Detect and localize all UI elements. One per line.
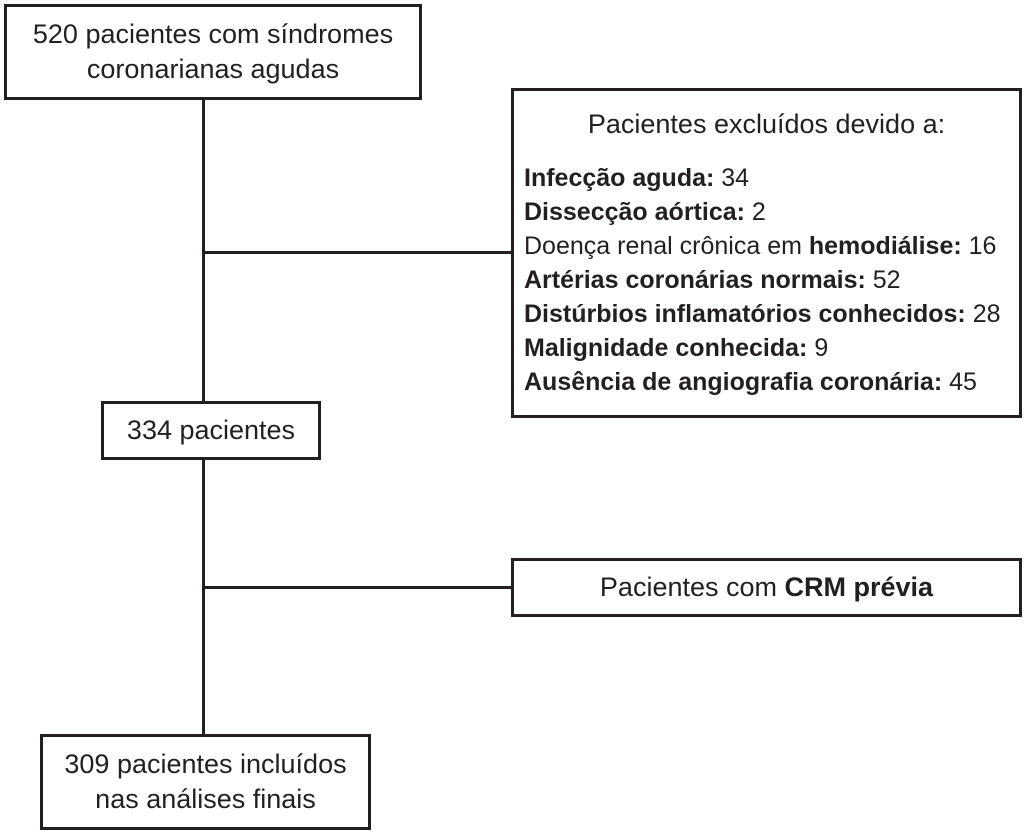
exclusion-count: 16 bbox=[968, 232, 997, 260]
exclusion-item: Dissecção aórtica: 2 bbox=[524, 195, 766, 229]
connector-main-upper bbox=[202, 100, 205, 401]
exclusion-count: 52 bbox=[872, 266, 901, 294]
start-line-1: 520 pacientes com síndromes bbox=[32, 19, 394, 49]
exclusion-item: Infecção aguda: 34 bbox=[524, 161, 749, 195]
exclusion-title: Pacientes excluídos devido a: bbox=[587, 109, 946, 139]
exclusion-reason: hemodiálise: bbox=[808, 232, 962, 260]
exclusion-item: Malignidade conhecida: 9 bbox=[524, 331, 828, 365]
exclusion-count: 9 bbox=[814, 334, 829, 362]
remaining-patients-label: 334 pacientes bbox=[126, 415, 296, 445]
exclusion-count: 28 bbox=[972, 300, 1001, 328]
start-box: 520 pacientes com síndromes coronarianas… bbox=[4, 4, 422, 100]
crm-label: Pacientes com CRM prévia bbox=[600, 570, 933, 605]
exclusion-reason: Malignidade conhecida: bbox=[524, 334, 808, 362]
exclusion-count: 34 bbox=[721, 164, 750, 192]
exclusion-item: Distúrbios inflamatórios conhecidos: 28 bbox=[524, 297, 1001, 331]
exclusion-reason: Distúrbios inflamatórios conhecidos: bbox=[524, 300, 966, 328]
exclusion-item: Doença renal crônica em hemodiálise: 16 bbox=[524, 229, 996, 263]
crm-prefix: Pacientes com bbox=[599, 572, 785, 602]
start-line-2: coronarianas agudas bbox=[86, 54, 340, 84]
final-box: 309 pacientes incluídos nas análises fin… bbox=[40, 734, 371, 830]
connector-main-lower bbox=[202, 460, 205, 734]
exclusion-item: Artérias coronárias normais: 52 bbox=[524, 263, 901, 297]
exclusion-box: Pacientes excluídos devido a: Infecção a… bbox=[511, 88, 1022, 418]
connector-crm-branch bbox=[202, 586, 511, 589]
final-line-2: nas análises finais bbox=[95, 784, 316, 814]
exclusion-count: 45 bbox=[949, 368, 977, 396]
remaining-patients-box: 334 pacientes bbox=[101, 401, 321, 460]
final-line-1: 309 pacientes incluídos bbox=[64, 749, 347, 779]
exclusion-reason: Infecção aguda: bbox=[524, 164, 715, 192]
exclusion-reason: Dissecção aórtica: bbox=[524, 198, 745, 226]
crm-exclusion-box: Pacientes com CRM prévia bbox=[511, 558, 1022, 617]
exclusion-reason: Ausência de angiografia coronária: bbox=[524, 368, 943, 396]
exclusion-count: 2 bbox=[751, 198, 766, 226]
exclusion-prefix: Doença renal crônica em bbox=[524, 232, 809, 260]
exclusion-item: Ausência de angiografia coronária: 45 bbox=[524, 365, 977, 399]
connector-exclusion-branch bbox=[202, 251, 511, 254]
exclusion-reason: Artérias coronárias normais: bbox=[524, 266, 866, 294]
crm-bold: CRM prévia bbox=[784, 572, 934, 602]
